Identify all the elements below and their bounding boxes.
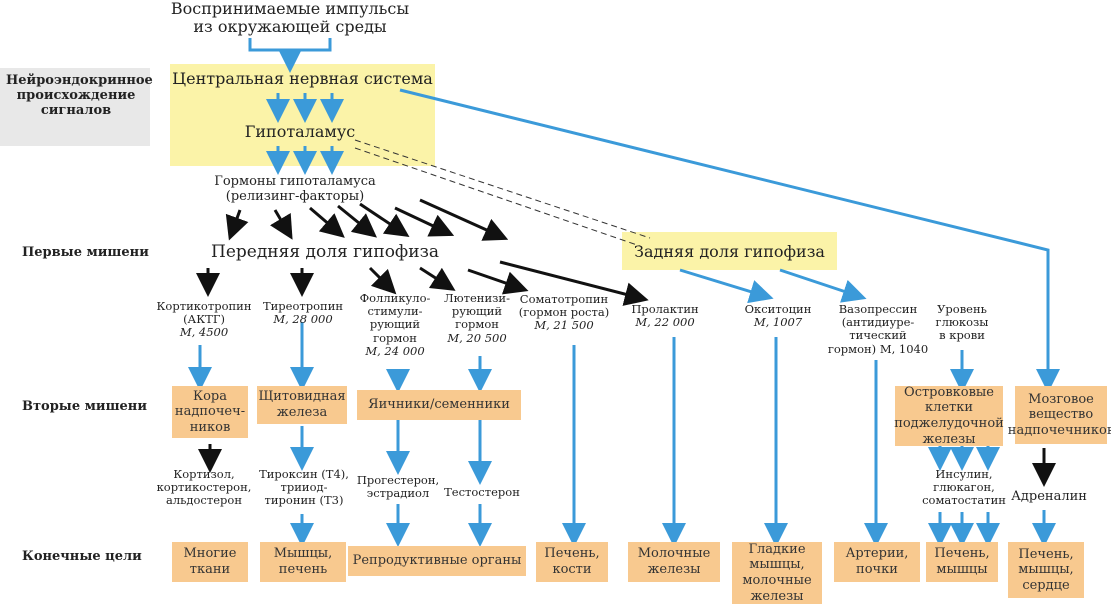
acth-abbr: (АКТГ) <box>183 312 225 327</box>
adrenal-cortex-box: Кора надпочеч- ников <box>172 386 248 438</box>
vasopressin-line-3: тический <box>849 328 907 343</box>
insulin-line-1: Инсулин, <box>935 467 993 481</box>
hormone-acth: Кортикотропин (АКТГ) M, 4500 <box>148 299 260 340</box>
anterior-pituitary: Передняя доля гипофиза <box>211 242 439 262</box>
label-final-targets: Конечные цели <box>22 549 142 564</box>
hormone-gh: Соматотропин (гормон роста) M, 21 500 <box>508 292 620 333</box>
glucose-line-3: в крови <box>939 328 985 343</box>
hypo-hormones-line-1: Гормоны гипоталамуса <box>214 174 376 189</box>
gh-desc: (гормон роста) <box>518 305 610 320</box>
gonads-box: Яичники/семенники <box>357 390 521 420</box>
adrenal-medulla-box: Мозговое вещество надпочечников <box>1008 386 1111 444</box>
glucose-line-1: Уровень <box>937 302 987 316</box>
stimuli-line-1: Воспринимаемые импульсы <box>170 0 410 18</box>
insulin-hormones: Инсулин, глюкагон, соматостатин <box>914 467 1014 508</box>
cortisol-line-1: Кортизол, <box>173 467 235 481</box>
lh-mass: M, 20 500 <box>447 330 507 345</box>
thyroxine-line-1: Тироксин (T4), <box>259 467 349 481</box>
vasopressin-name: Вазопрессин <box>838 302 918 316</box>
vasopressin-line-2: (антидиуре- <box>841 315 915 330</box>
hypothalamus-label: Гипоталамус <box>244 122 356 141</box>
glucose-level: Уровень глюкозы в крови <box>920 302 1004 343</box>
cortisol-line-3: альдостерон <box>166 493 242 508</box>
final-mammary-glands: Молочные железы <box>628 542 720 582</box>
hypo-hormones-line-2: (релизинг-факторы) <box>225 188 365 204</box>
cortisol-hormones: Кортизол, кортикостерон, альдостерон <box>148 467 260 508</box>
thyroxine-line-2: трииод- <box>280 480 328 495</box>
final-liver-muscle-heart: Печень, мышцы, сердце <box>1008 542 1084 598</box>
acth-name: Кортикотропин <box>156 299 252 313</box>
testosterone-hormone: Тестостерон <box>444 485 520 499</box>
oxytocin-mass: M, 1007 <box>753 315 803 330</box>
lh-line-1: Лютенизи- <box>444 291 510 305</box>
thyroxine-line-3: тиронин (T3) <box>264 493 344 508</box>
fsh-line-2: стимули- <box>367 304 423 319</box>
insulin-line-3: соматостатин <box>922 493 1006 508</box>
cortisol-line-2: кортикостерон, <box>156 480 252 495</box>
fsh-mass: M, 24 000 <box>365 343 425 358</box>
final-arteries-kidneys: Артерии, почки <box>834 542 920 582</box>
adrenaline-hormone: Адреналин <box>1011 489 1087 504</box>
fsh-line-3: рующий <box>369 317 421 332</box>
neuro-label-line-3: сигналов <box>40 102 112 118</box>
gh-mass: M, 21 500 <box>534 318 594 333</box>
neuro-label: Нейроэндокринное происхождение сигналов <box>6 73 153 119</box>
neuro-label-background <box>0 68 150 146</box>
thyroid-box: Щитовидная железа <box>257 386 347 424</box>
lh-line-2: рующий <box>451 304 503 319</box>
label-first-targets: Первые мишени <box>22 245 149 260</box>
posterior-pituitary: Задняя доля гипофиза <box>634 242 825 261</box>
final-liver-bones: Печень, кости <box>536 542 608 582</box>
progesterone-line-2: эстрадиол <box>366 486 430 501</box>
oxytocin-name: Окситоцин <box>744 302 812 316</box>
lh-line-3: гормон <box>455 317 499 332</box>
hormone-oxytocin: Окситоцин M, 1007 <box>733 302 823 330</box>
insulin-line-2: глюкагон, <box>933 480 995 495</box>
hormone-fsh: Фолликуло- стимули- рующий гормон M, 24 … <box>350 291 440 358</box>
fsh-line-1: Фолликуло- <box>359 291 431 305</box>
cns-label: Центральная нервная система <box>172 69 433 88</box>
tsh-name: Тиреотропин <box>262 299 344 313</box>
hormone-vasopressin: Вазопрессин (антидиуре- тический гормон)… <box>822 302 934 356</box>
stimuli-line-2: из окружающей среды <box>193 17 387 36</box>
hormone-tsh: Тиреотропин M, 28 000 <box>258 299 348 327</box>
progesterone-hormones: Прогестерон, эстрадиол <box>350 473 446 501</box>
label-second-targets: Вторые мишени <box>22 399 147 414</box>
final-smooth-muscle: Гладкие мышцы, молочные железы <box>732 542 822 604</box>
final-many-tissues: Многие ткани <box>172 542 248 582</box>
gh-name: Соматотропин <box>519 292 609 306</box>
tsh-mass: M, 28 000 <box>273 312 333 327</box>
posterior-pituitary-highlight <box>622 232 837 270</box>
acth-mass: M, 4500 <box>179 325 229 340</box>
hypothalamus-hormones: Гормоны гипоталамуса (релизинг-факторы) <box>180 174 410 205</box>
neuro-label-line-1: Нейроэндокринное <box>6 73 153 88</box>
progesterone-line-1: Прогестерон, <box>356 473 440 487</box>
final-reproductive-organs: Репродуктивные органы <box>348 546 526 576</box>
fsh-line-4: гормон <box>373 330 417 345</box>
glucose-line-2: глюкозы <box>935 315 989 330</box>
prolactin-mass: M, 22 000 <box>635 315 695 330</box>
hormone-lh: Лютенизи- рующий гормон M, 20 500 <box>432 291 522 345</box>
pancreas-islets-box: Островковые клетки поджелудочной железы <box>894 384 1004 447</box>
neuro-label-line-2: происхождение <box>16 87 136 103</box>
hormone-prolactin: Пролактин M, 22 000 <box>620 302 710 330</box>
thyroxine-hormones: Тироксин (T4), трииод- тиронин (T3) <box>256 467 352 508</box>
prolactin-name: Пролактин <box>631 302 699 316</box>
final-muscle-liver: Мышцы, печень <box>260 542 346 582</box>
vasopressin-mass: гормон) M, 1040 <box>827 341 929 356</box>
final-liver-muscle: Печень, мышцы <box>926 542 998 582</box>
